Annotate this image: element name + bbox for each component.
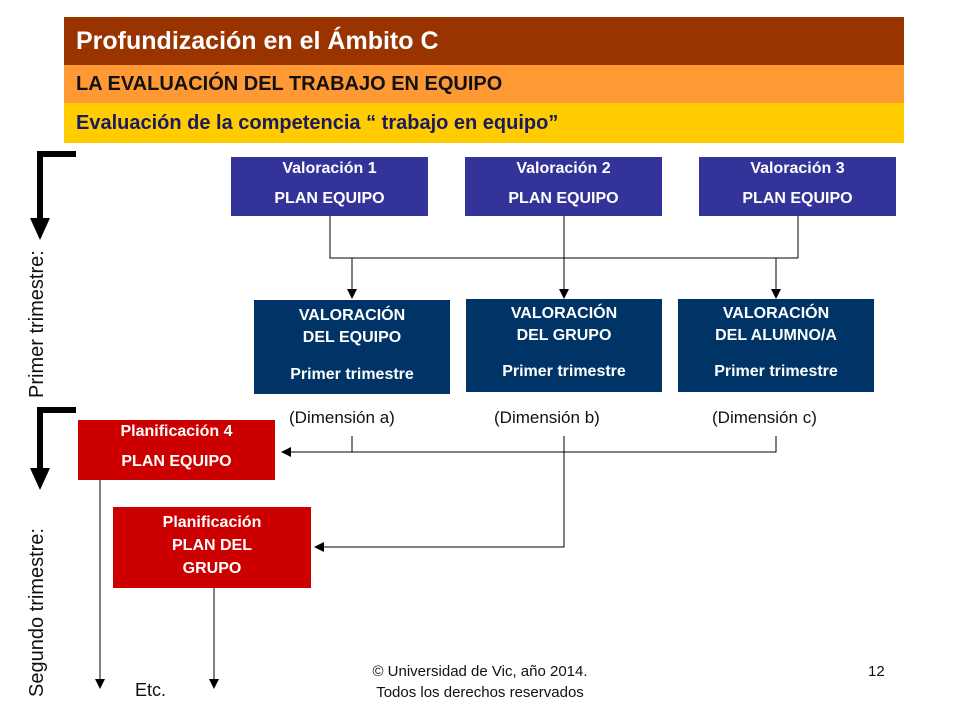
copyright-line2: Todos los derechos reservados <box>376 684 584 701</box>
connector-summary-c-down <box>281 436 777 457</box>
copyright-line1: © Universidad de Vic, año 2014. <box>372 663 588 680</box>
summary-grupo-line1: VALORACIÓN <box>510 305 618 322</box>
valoracion-2-label: Valoración 2 <box>516 160 611 177</box>
summary-alumno-line1: VALORACIÓN <box>722 305 830 322</box>
planificacion-grupo-line3: GRUPO <box>182 560 242 577</box>
valoracion-3-label: Valoración 3 <box>750 160 845 177</box>
planificacion-4-box: Planificación 4 PLAN EQUIPO <box>78 420 275 480</box>
summary-equipo-line3: Primer trimestre <box>290 366 414 383</box>
dimension-a-label: (Dimensión a) <box>289 408 395 427</box>
summary-grupo-line2: DEL GRUPO <box>516 327 612 344</box>
slide-title-text: Profundización en el Ámbito C <box>76 26 439 55</box>
second-trimester-label: Segundo trimestre: <box>26 528 48 697</box>
summary-equipo-line1: VALORACIÓN <box>298 307 406 324</box>
valoracion-2-sub: PLAN EQUIPO <box>508 190 619 207</box>
summary-grupo-line3: Primer trimestre <box>502 363 626 380</box>
dimension-b-label: (Dimensión b) <box>494 408 600 427</box>
summary-alumno-line3: Primer trimestre <box>714 363 838 380</box>
valoracion-1-label: Valoración 1 <box>282 160 377 177</box>
connector-valoracion-1 <box>329 216 798 259</box>
planificacion-4-label: Planificación 4 <box>120 423 233 440</box>
bracket-arrow-first <box>37 151 76 222</box>
slide-title: Profundización en el Ámbito C <box>64 17 904 65</box>
connector-summary-b-down <box>314 436 565 552</box>
planificacion-grupo-line1: Planificación <box>162 514 262 531</box>
page-number: 12 <box>868 663 885 680</box>
valoracion-3-box: Valoración 3 PLAN EQUIPO <box>699 157 896 216</box>
slide-subtitle-2: Evaluación de la competencia “ trabajo e… <box>64 103 904 143</box>
planificacion-grupo-box: Planificación PLAN DEL GRUPO <box>113 507 311 588</box>
slide-subtitle-text: LA EVALUACIÓN DEL TRABAJO EN EQUIPO <box>76 72 503 95</box>
dimension-c-label: (Dimensión c) <box>712 408 817 427</box>
planificacion-grupo-line2: PLAN DEL <box>172 537 252 554</box>
slide-subtitle-2-text: Evaluación de la competencia “ trabajo e… <box>76 111 559 134</box>
summary-alumno-line2: DEL ALUMNO/A <box>715 327 837 344</box>
first-trimester-label: Primer trimestre: <box>26 250 48 398</box>
bracket-arrowhead-first <box>30 218 50 240</box>
etc-label: Etc. <box>135 680 167 700</box>
summary-alumno-box: VALORACIÓN DEL ALUMNO/A Primer trimestre <box>678 299 874 392</box>
summary-grupo-box: VALORACIÓN DEL GRUPO Primer trimestre <box>466 299 662 392</box>
valoracion-1-box: Valoración 1 PLAN EQUIPO <box>231 157 428 216</box>
copyright-footer: © Universidad de Vic, año 2014. Todos lo… <box>320 663 640 701</box>
valoracion-1-sub: PLAN EQUIPO <box>274 190 385 207</box>
summary-equipo-line2: DEL EQUIPO <box>302 329 402 346</box>
summary-equipo-box: VALORACIÓN DEL EQUIPO Primer trimestre <box>254 300 450 394</box>
valoracion-3-sub: PLAN EQUIPO <box>742 190 853 207</box>
valoracion-2-box: Valoración 2 PLAN EQUIPO <box>465 157 662 216</box>
slide-subtitle: LA EVALUACIÓN DEL TRABAJO EN EQUIPO <box>64 65 904 103</box>
planificacion-4-sub: PLAN EQUIPO <box>121 453 232 470</box>
bracket-arrow-second <box>37 407 76 472</box>
bracket-arrowhead-second <box>30 468 50 490</box>
